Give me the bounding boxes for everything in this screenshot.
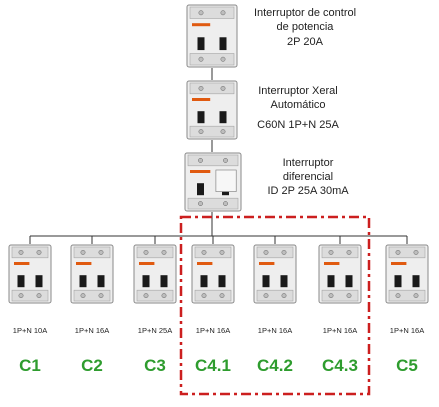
circuit-name: C4.1 — [195, 356, 231, 375]
differential-label: Interruptor diferencial ID 2P 25A 30mA — [267, 157, 349, 197]
circuit-breaker — [70, 244, 114, 304]
circuit-rating: 1P+N 16A — [322, 326, 358, 335]
circuit-rating: 1P+N 16A — [74, 326, 110, 335]
circuit-rating: 1P+N 10A — [12, 326, 48, 335]
differential-switch — [184, 152, 242, 212]
main-power-breaker — [186, 4, 238, 68]
circuit-name: C3 — [144, 356, 166, 375]
circuit-rating: 1P+N 16A — [389, 326, 425, 335]
circuit-name: C2 — [81, 356, 103, 375]
circuit-rating: 1P+N 25A — [137, 326, 173, 335]
circuit-name: C5 — [396, 356, 418, 375]
circuit-breaker — [318, 244, 362, 304]
circuit-breaker — [133, 244, 177, 304]
circuit-breaker — [385, 244, 429, 304]
circuit-breaker — [8, 244, 52, 304]
general-breaker-label: Interruptor Xeral Automático C60N 1P+N 2… — [257, 85, 339, 131]
circuit-rating: 1P+N 16A — [257, 326, 293, 335]
circuit-name: C4.3 — [322, 356, 358, 375]
circuit-breaker — [191, 244, 235, 304]
circuit-name: C1 — [19, 356, 41, 375]
general-breaker — [186, 80, 238, 140]
circuit-breaker — [253, 244, 297, 304]
main-breaker-label: Interruptor de control de potencia 2P 20… — [253, 7, 357, 48]
group-box-c4 — [179, 215, 371, 396]
circuit-name: C4.2 — [257, 356, 293, 375]
circuit-rating: 1P+N 16A — [195, 326, 231, 335]
